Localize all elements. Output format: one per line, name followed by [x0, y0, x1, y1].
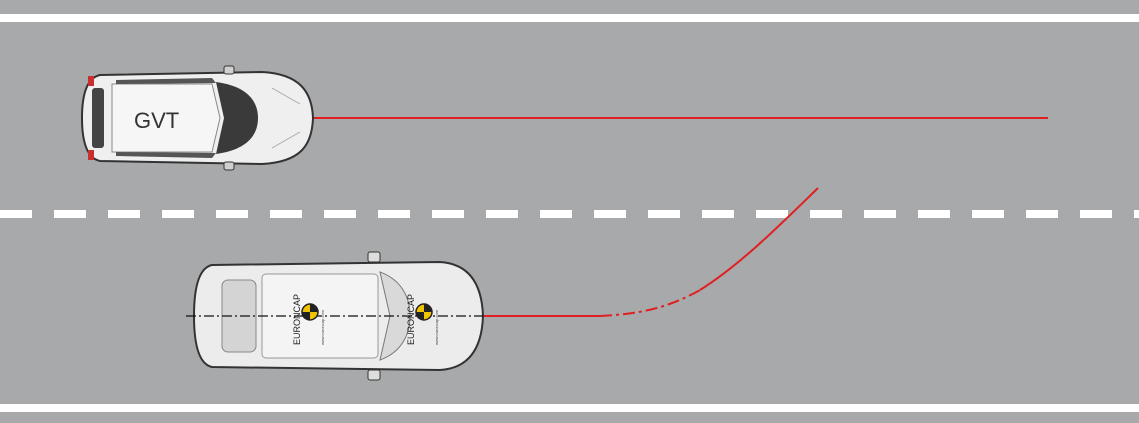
gvt-hood-line	[271, 87, 301, 105]
target-quadrant-2	[302, 312, 310, 320]
test-car: EURONCAP www.euroncap.com EURONCAP www.e…	[186, 251, 485, 381]
gvt-car-rear-window	[92, 88, 104, 148]
gvt-label: GVT	[134, 108, 179, 133]
gvt-car-mirror-bottom	[223, 161, 235, 171]
gvt-car-roof	[111, 83, 221, 153]
gvt-car-side-window-top	[116, 78, 216, 84]
euroncap-logo-roof: EURONCAP www.euroncap.com	[292, 294, 325, 345]
target-quadrant-1	[310, 304, 318, 312]
target-quadrant-2	[416, 312, 424, 320]
euroncap-logo-text-roof: EURONCAP	[292, 294, 302, 345]
gvt-car-mirror-top	[223, 65, 235, 75]
gvt-car-side-window-bottom	[116, 152, 216, 158]
gvt-taillight-bottom	[88, 150, 94, 160]
euroncap-url-roof: www.euroncap.com	[320, 309, 325, 345]
gvt-car-windshield	[216, 82, 258, 154]
top-edge-line	[0, 14, 1139, 22]
gvt-hood-line-2	[271, 131, 301, 149]
euroncap-logo-hood: EURONCAP www.euroncap.com	[406, 294, 439, 345]
gvt-taillight-top	[88, 76, 94, 86]
bottom-edge-line	[0, 404, 1139, 412]
euroncap-url-hood: www.euroncap.com	[434, 309, 439, 345]
test-car-mirror-bottom	[367, 369, 381, 381]
target-quadrant-1	[424, 304, 432, 312]
test-car-trajectory-lane-change	[699, 187, 819, 291]
gvt-car: GVT	[80, 65, 315, 171]
test-car-trajectory-transition	[599, 289, 701, 317]
euroncap-logo-text-hood: EURONCAP	[406, 294, 416, 345]
test-car-mirror-top	[367, 251, 381, 263]
